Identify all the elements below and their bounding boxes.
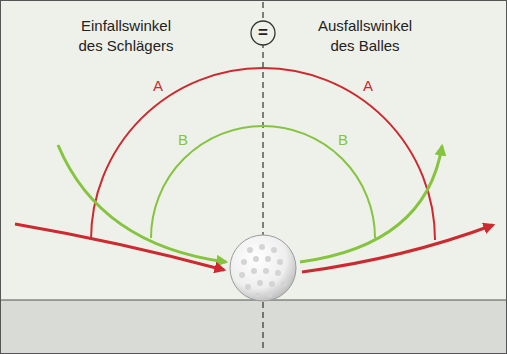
outgoing-path-a [302,225,493,272]
ground-band [1,300,506,353]
angle-arc-a [91,68,435,240]
angle-heading: Ausfallswinkel des Balles [309,16,421,56]
angle-letter: A [153,76,163,96]
incoming-path-a [15,224,224,270]
angle-arc-b [151,126,375,238]
angle-letter: A [363,76,373,96]
angle-letter: B [338,130,348,150]
angle-letter: B [178,130,188,150]
node-text: = [250,20,276,46]
equals-circle: = [250,20,276,46]
incoming-path-b [58,145,226,262]
golf-ball [230,235,296,301]
angle-heading: Einfallswinkel des Schlägers [70,16,182,56]
outgoing-path-b [300,146,442,262]
